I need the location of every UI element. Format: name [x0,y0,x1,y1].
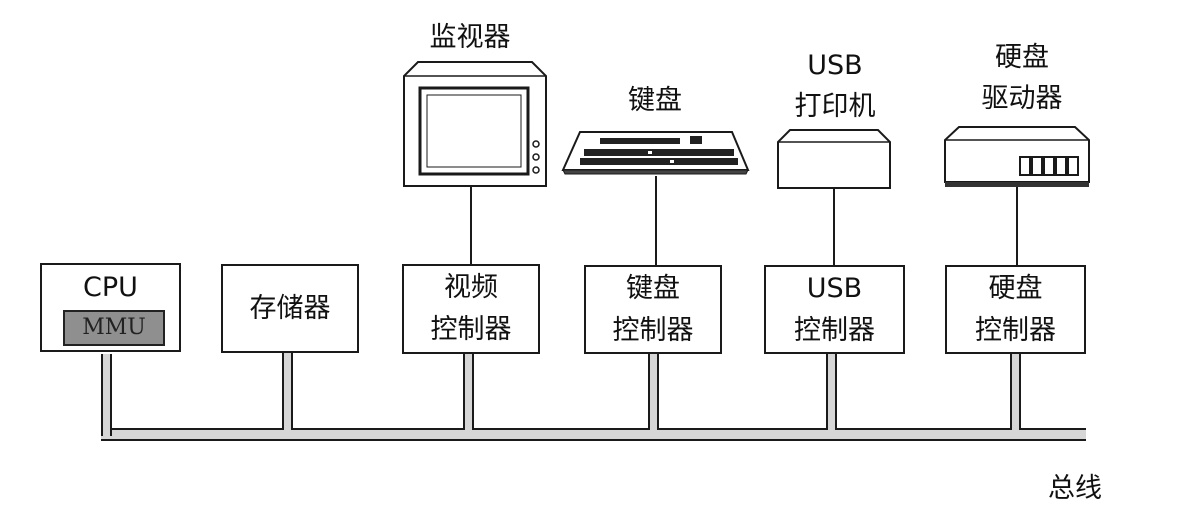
monitor-icon [403,61,547,187]
disk-controller-line1: 硬盘 [988,272,1043,304]
wire-monitor [470,186,472,266]
keyboard-controller-line2: 控制器 [612,314,694,346]
printer-label-line2: 打印机 [794,91,876,122]
disk-controller-box: 硬盘 控制器 [945,265,1086,354]
video-controller-line2: 控制器 [430,314,512,345]
disk-label-line1: 硬盘 [995,42,1049,73]
printer-icon [777,129,891,189]
usb-controller-box: USB 控制器 [764,265,905,354]
cpu-label: CPU [83,272,138,303]
disk-label-line2: 驱动器 [981,83,1063,114]
usb-controller-line2: 控制器 [794,314,875,346]
stem-keyboard [648,354,659,430]
keyboard-label: 键盘 [628,85,682,116]
stem-memory [282,352,293,430]
stem-video [463,354,474,430]
printer-label-line1: USB [807,50,863,81]
wire-disk [1016,186,1018,266]
disk-controller-line2: 控制器 [975,314,1056,346]
monitor-label: 监视器 [429,22,511,53]
usb-controller-line1: USB [806,272,863,304]
mmu-label: MMU [82,315,146,340]
bus-drop-left [101,354,112,436]
keyboard-controller-line1: 键盘 [626,272,680,304]
bus-label: 总线 [1048,473,1102,504]
keyboard-controller-box: 键盘 控制器 [584,265,722,354]
memory-label: 存储器 [249,292,331,324]
system-bus [101,428,1086,441]
stem-disk [1010,354,1021,430]
stem-usb [826,354,837,430]
video-controller-line1: 视频 [444,272,498,303]
disk-drive-icon [944,126,1090,187]
keyboard-icon [561,131,750,175]
mmu-block: MMU [63,310,165,346]
video-controller-box: 视频 控制器 [402,264,540,354]
wire-printer [833,188,835,266]
memory-box: 存储器 [221,264,359,353]
wire-keyboard [655,176,657,266]
